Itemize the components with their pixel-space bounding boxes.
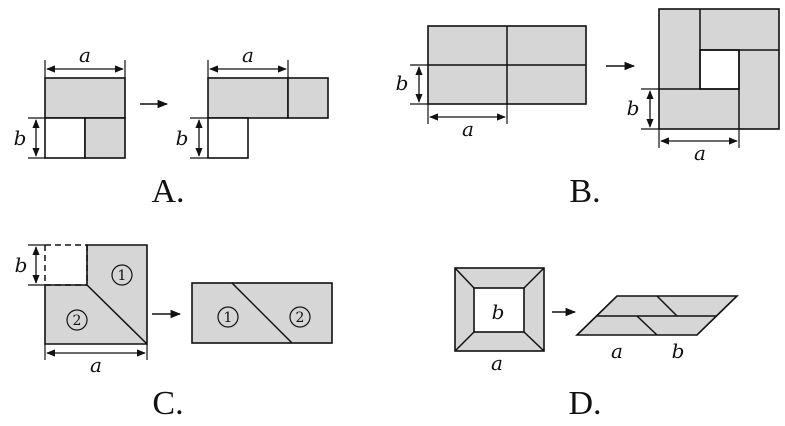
option-d: b a a b D. xyxy=(454,267,739,422)
label-b: b xyxy=(14,126,27,150)
label-a: a xyxy=(491,351,503,375)
caption-a: A. xyxy=(151,173,184,210)
b-pinwheel-square xyxy=(658,8,780,130)
label-a: a xyxy=(79,43,91,67)
b-center-hole xyxy=(699,49,740,90)
a-top-strip-moved xyxy=(207,77,289,119)
label-a: a xyxy=(694,141,706,165)
option-c: 1 2 b a 1 2 C. xyxy=(15,244,333,422)
label-a: a xyxy=(90,353,102,377)
caption-b: B. xyxy=(569,173,600,210)
label-b: b xyxy=(672,339,685,363)
label-b: b xyxy=(492,300,505,324)
option-b: b a b a B. xyxy=(396,8,780,210)
piece-label-1: 1 xyxy=(224,310,233,326)
label-b: b xyxy=(627,96,640,120)
option-a: a b a b A. xyxy=(14,43,329,210)
caption-c: C. xyxy=(152,385,183,422)
label-a: a xyxy=(462,117,474,141)
a-bottom-right-piece xyxy=(84,117,126,159)
piece-label-2: 2 xyxy=(73,313,82,329)
caption-d: D. xyxy=(568,385,601,422)
a-top-strip xyxy=(44,77,126,119)
label-b: b xyxy=(15,253,28,277)
c-cut-line xyxy=(231,282,293,344)
label-b: b xyxy=(396,71,409,95)
label-a: a xyxy=(242,43,254,67)
c-cut-line xyxy=(86,284,148,345)
a-removed-square xyxy=(44,117,86,159)
piece-label-1: 1 xyxy=(118,268,127,284)
piece-label-2: 2 xyxy=(296,310,305,326)
a-moved-piece xyxy=(287,77,329,119)
a-removed-square-moved xyxy=(207,117,249,159)
d-inner-square xyxy=(473,287,525,333)
label-a: a xyxy=(611,339,623,363)
label-b: b xyxy=(176,126,189,150)
